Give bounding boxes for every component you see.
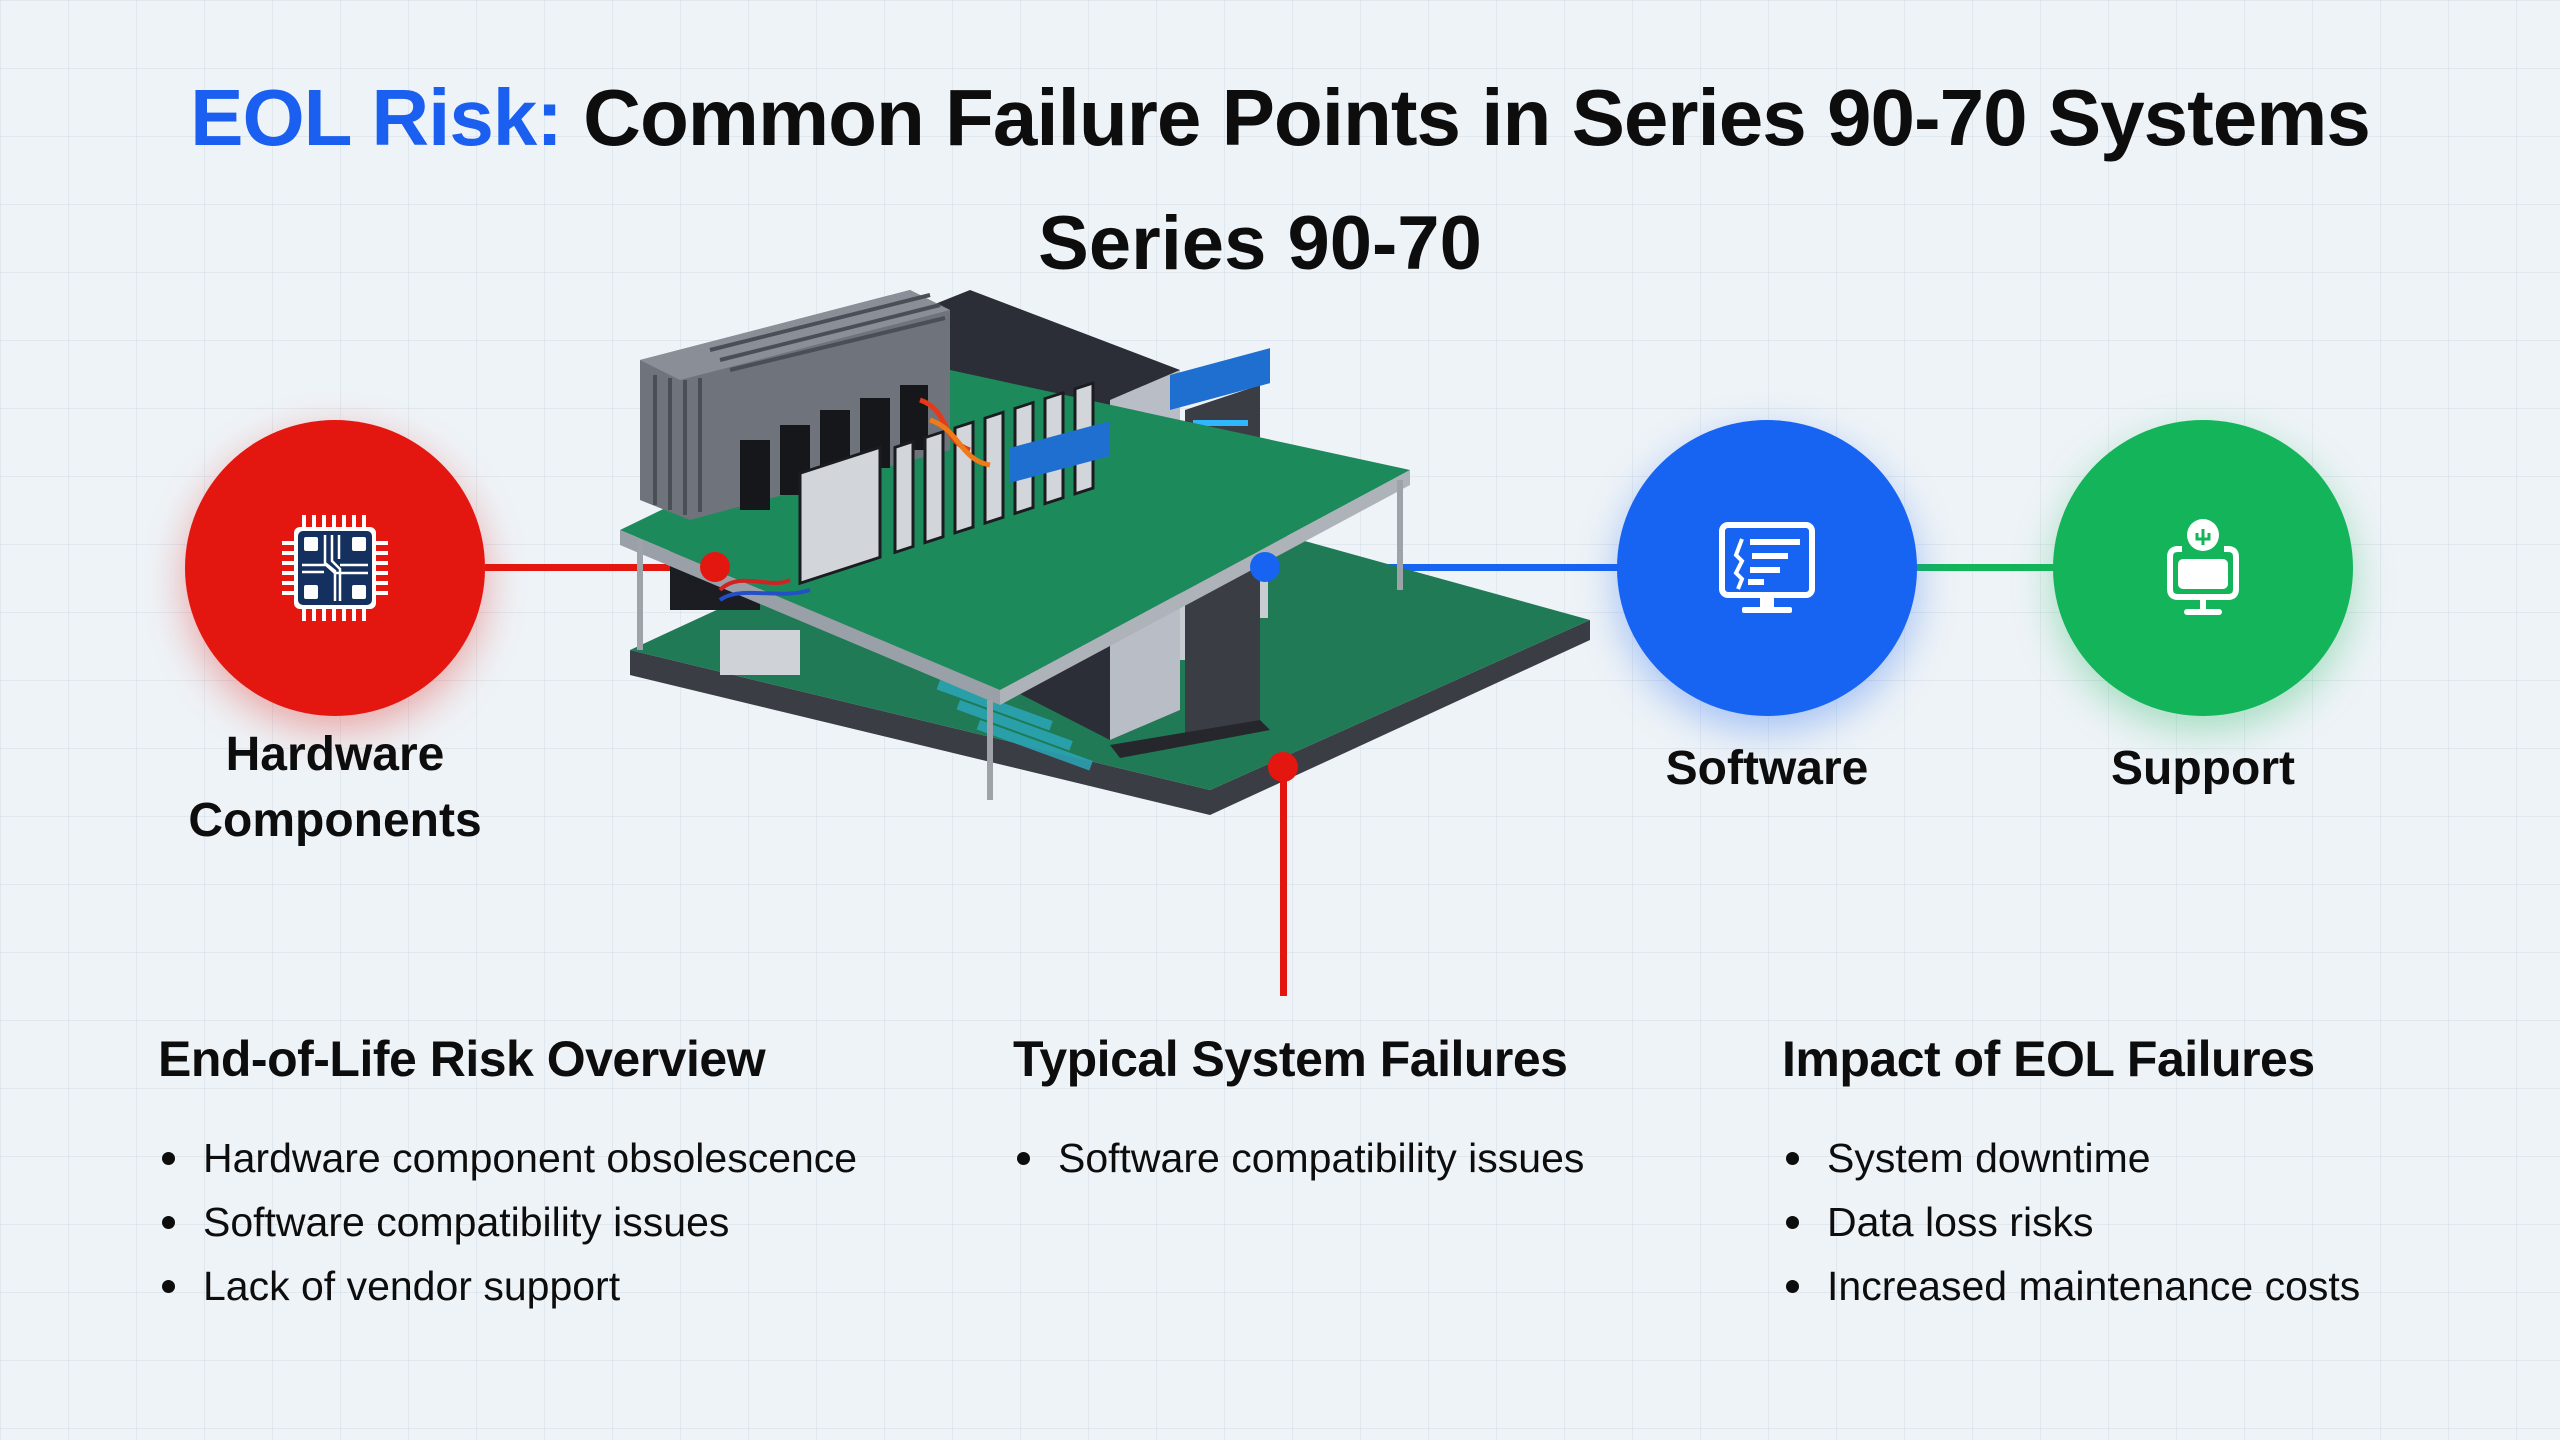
support-connector-line xyxy=(1915,564,2055,571)
microchip-icon xyxy=(282,515,388,621)
monitor-code-icon xyxy=(1719,522,1815,613)
section-typical-failures: Typical System Failures Software compati… xyxy=(1013,1030,1584,1190)
support-node-label: Support xyxy=(2111,742,2295,795)
software-node[interactable] xyxy=(1617,420,1917,716)
list-item: Lack of vendor support xyxy=(158,1254,857,1318)
support-agent-icon xyxy=(2167,519,2239,615)
support-node[interactable] xyxy=(2053,420,2353,716)
section-heading: Typical System Failures xyxy=(1013,1031,1568,1087)
list-item: System downtime xyxy=(1782,1126,2360,1190)
section-heading: End-of-Life Risk Overview xyxy=(158,1031,766,1087)
page-title: EOL Risk: Common Failure Points in Serie… xyxy=(0,72,2560,164)
failures-hotspot-dot[interactable] xyxy=(1268,752,1298,782)
title-accent: EOL Risk: xyxy=(190,73,563,162)
list-item: Hardware component obsolescence xyxy=(158,1126,857,1190)
list-item: Software compatibility issues xyxy=(158,1190,857,1254)
title-rest: Common Failure Points in Series 90-70 Sy… xyxy=(561,73,2371,162)
list-item: Increased maintenance costs xyxy=(1782,1254,2360,1318)
list-item: Data loss risks xyxy=(1782,1190,2360,1254)
section-eol-impact: Impact of EOL Failures System downtime D… xyxy=(1782,1030,2360,1318)
failures-connector-line xyxy=(1280,768,1287,996)
plc-hardware-illustration xyxy=(620,290,1590,815)
software-connector-line xyxy=(1265,564,1620,571)
software-node-label: Software xyxy=(1665,742,1869,795)
hardware-hotspot-dot[interactable] xyxy=(700,552,730,582)
hardware-connector-line xyxy=(485,564,715,571)
section-heading: Impact of EOL Failures xyxy=(1782,1031,2315,1087)
list-item: Software compatibility issues xyxy=(1013,1126,1584,1190)
page-subtitle: Series 90-70 xyxy=(1038,201,1482,286)
bullet-list: Hardware component obsolescence Software… xyxy=(158,1126,857,1318)
bullet-list: Software compatibility issues xyxy=(1013,1126,1584,1190)
hardware-node[interactable] xyxy=(185,420,485,716)
section-eol-overview: End-of-Life Risk Overview Hardware compo… xyxy=(158,1030,857,1318)
bullet-list: System downtime Data loss risks Increase… xyxy=(1782,1126,2360,1318)
software-hotspot-dot[interactable] xyxy=(1250,552,1280,582)
